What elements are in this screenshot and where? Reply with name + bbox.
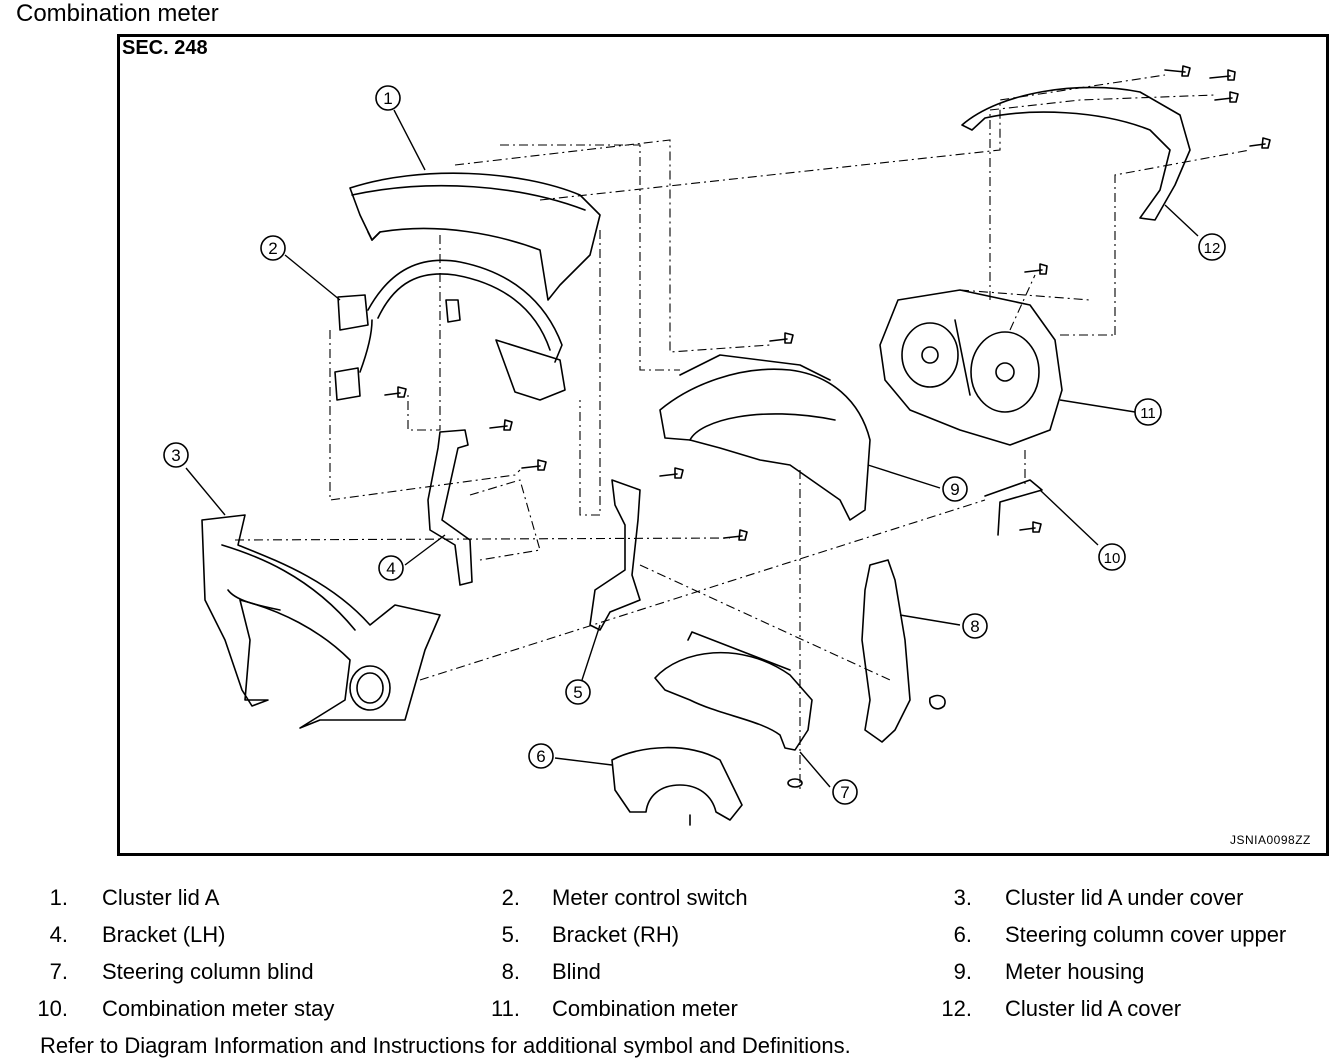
- part-steering-column-cover-upper: [611, 746, 743, 826]
- legend-label: Combination meter: [552, 996, 738, 1021]
- callout-5: 5: [573, 683, 582, 702]
- callout-11: 11: [1140, 405, 1156, 422]
- legend-number: 12.: [941, 996, 972, 1021]
- legend-label: Combination meter stay: [102, 996, 335, 1021]
- legend-number: 10.: [37, 996, 68, 1021]
- part-cluster-lid-a: [349, 172, 601, 301]
- reference-note: Refer to Diagram Information and Instruc…: [40, 1033, 851, 1058]
- callout-2: 2: [268, 239, 277, 258]
- legend-label: Bracket (RH): [552, 922, 680, 947]
- part-cluster-lid-a-under-cover: [201, 514, 441, 729]
- legend-number: 11.: [491, 996, 520, 1021]
- leader-lines: [185, 109, 1199, 788]
- legend-label: Cluster lid A cover: [1005, 996, 1182, 1021]
- callout-1: 1: [383, 89, 392, 108]
- part-combination-meter-stay: [984, 479, 1043, 536]
- figure-code: JSNIA0098ZZ: [1230, 833, 1311, 847]
- legend-label: Steering column blind: [102, 959, 314, 984]
- callout-3: 3: [171, 446, 180, 465]
- legend-label: Cluster lid A under cover: [1005, 885, 1244, 910]
- page-title: Combination meter: [16, 0, 219, 27]
- part-combination-meter: [879, 289, 1063, 446]
- callout-8: 8: [970, 617, 979, 636]
- diagram-frame: [117, 34, 1329, 856]
- part-cluster-lid-a-cover: [961, 86, 1191, 221]
- callout-7: 7: [840, 783, 849, 802]
- legend-label: Blind: [552, 959, 601, 984]
- callout-4: 4: [386, 559, 395, 578]
- legend-number: 4.: [49, 922, 68, 947]
- part-meter-housing: [659, 354, 871, 521]
- legend-number: 2.: [501, 885, 520, 910]
- part-steering-column-blind: [654, 631, 813, 788]
- callout-10: 10: [1104, 550, 1121, 567]
- callouts: [163, 85, 1226, 805]
- legend-number: 7.: [49, 959, 68, 984]
- callout-9: 9: [950, 480, 959, 499]
- legend-label: Steering column cover upper: [1005, 922, 1287, 947]
- legend-number: 3.: [953, 885, 972, 910]
- legend-label: Meter control switch: [552, 885, 748, 910]
- legend-label: Cluster lid A: [102, 885, 220, 910]
- screws: [384, 65, 1271, 541]
- legend-label: Bracket (LH): [102, 922, 226, 947]
- part-blind: [861, 559, 946, 743]
- callout-6: 6: [536, 747, 545, 766]
- legend-label: Meter housing: [1005, 959, 1145, 984]
- legend-number: 8.: [501, 959, 520, 984]
- section-label: SEC. 248: [122, 37, 208, 59]
- part-meter-control-switch: [334, 259, 566, 401]
- legend-number: 1.: [49, 885, 68, 910]
- legend-number: 9.: [953, 959, 972, 984]
- part-bracket-rh: [589, 479, 641, 631]
- legend-number: 5.: [501, 922, 520, 947]
- part-bracket-lh: [427, 429, 473, 586]
- callout-12: 12: [1204, 240, 1221, 257]
- legend-number: 6.: [953, 922, 972, 947]
- assembly-lines: [234, 74, 1251, 790]
